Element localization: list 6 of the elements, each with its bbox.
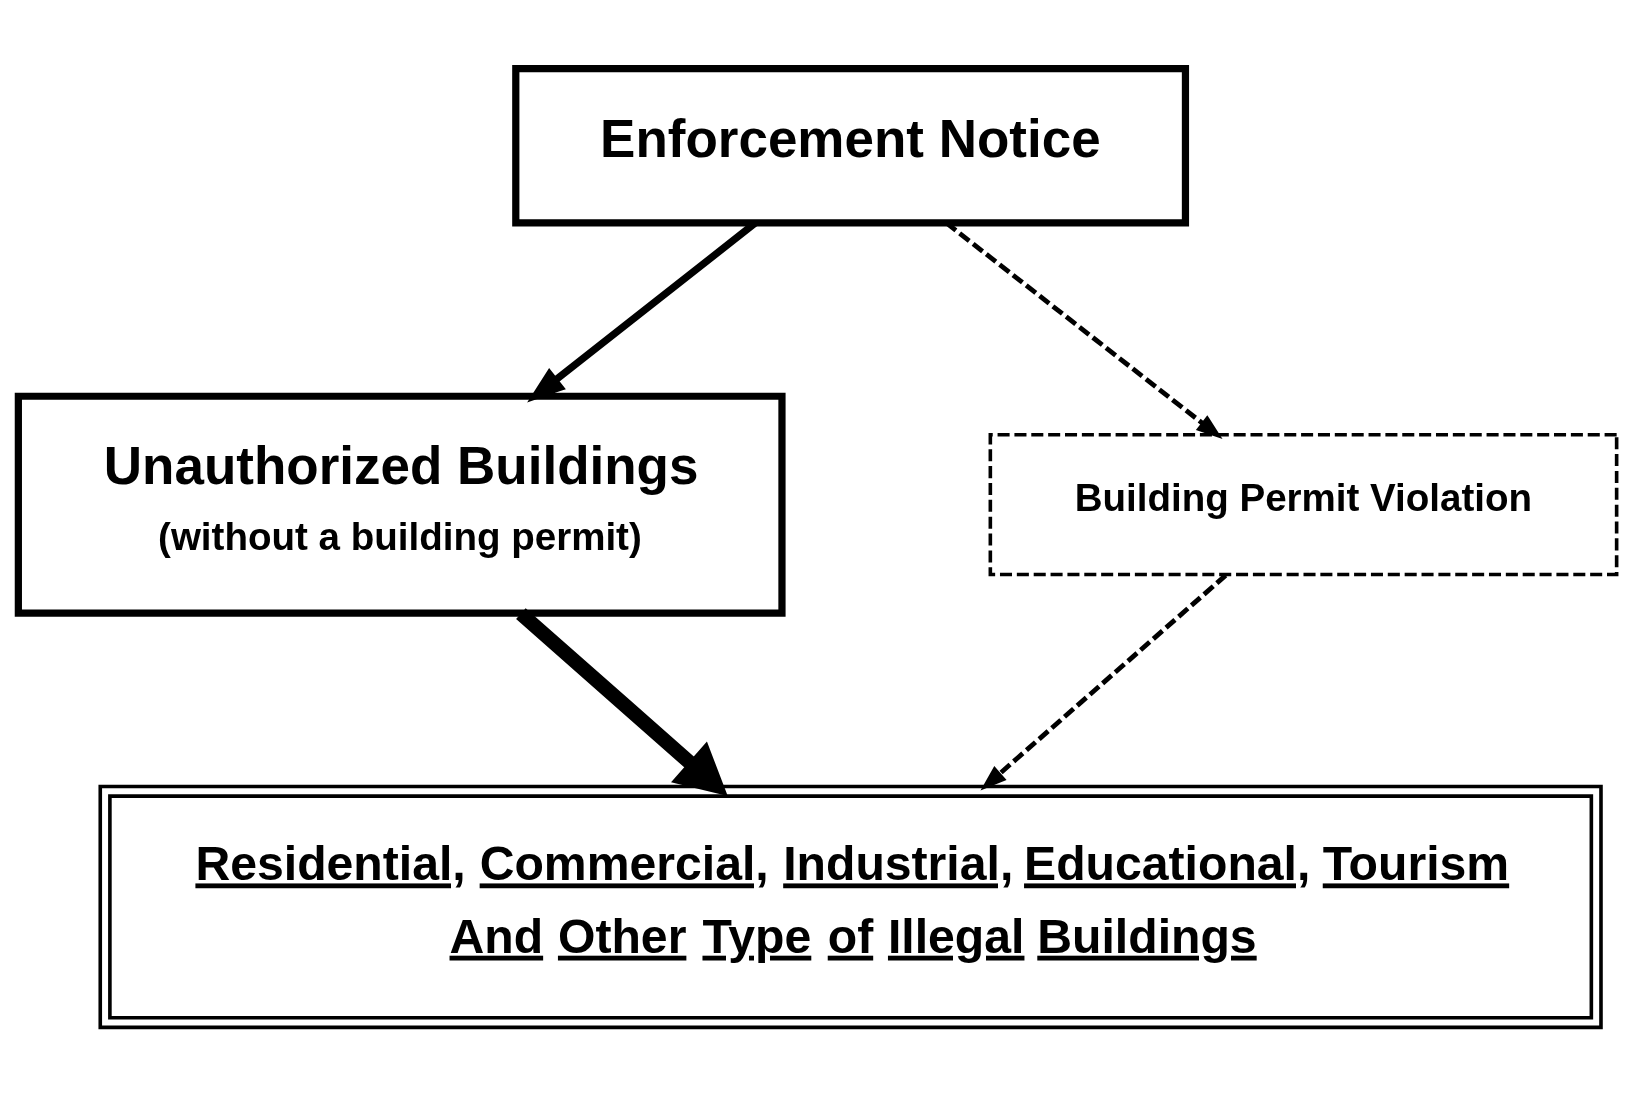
arrow [980, 573, 1228, 791]
node-box: Enforcement Notice [512, 65, 1190, 227]
node-box: Unauthorized Buildings (without a building permit) [14, 392, 786, 617]
node-box: Building Permit Violation [988, 432, 1619, 577]
arrow [516, 608, 728, 797]
node-box: Residential, Commercial, Industrial, Educational, Tourism And Other Type of Illegal Buildings [98, 784, 1603, 1030]
